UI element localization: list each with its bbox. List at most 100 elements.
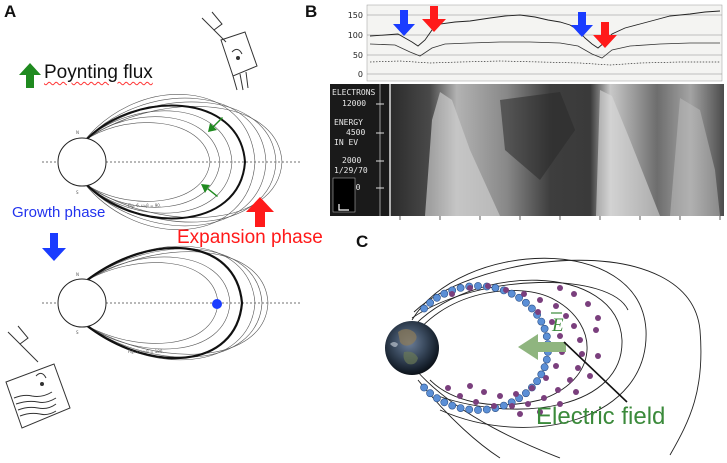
- top-tick-0: 0: [358, 70, 363, 79]
- outer-particle: [579, 351, 585, 357]
- electric-field-label: Electric field: [536, 403, 666, 430]
- inner-particle: [507, 289, 516, 298]
- inner-particle: [448, 401, 457, 410]
- outer-particle: [571, 291, 577, 297]
- inner-particle: [474, 406, 482, 414]
- inner-particle: [542, 332, 551, 341]
- energy-tick-12000: 12000: [342, 99, 366, 108]
- outer-particle: [557, 401, 563, 407]
- fig6-caption: Fig. 6. ωₑβ = 90.: [128, 203, 161, 208]
- fig7-caption: Fig. 7. ωₑβ = 180.: [128, 349, 164, 354]
- inner-particle: [456, 404, 465, 412]
- energy-tick-4500: 4500: [346, 128, 365, 137]
- b-red-arrow-icon-1: [422, 6, 446, 32]
- top-tick-150: 150: [348, 11, 363, 20]
- inner-particle: [540, 363, 549, 372]
- inner-particle: [499, 401, 508, 410]
- inner-particle: [533, 377, 541, 386]
- inner-particle: [515, 293, 523, 302]
- inner-particle: [465, 405, 474, 414]
- inner-particle: [456, 283, 465, 292]
- outer-particle: [537, 297, 543, 303]
- pole-s-label-bottom: S: [76, 330, 79, 335]
- growth-phase-arrow-icon: [42, 233, 66, 261]
- panel-b: 150 100 50 0 ELECTRONS 12000 ENERGY 4500…: [330, 4, 724, 220]
- b-blue-arrow-icon-2: [571, 12, 593, 37]
- pole-n-label-bottom: N: [76, 272, 79, 277]
- growth-phase-label: Growth phase: [12, 204, 106, 221]
- inner-particle: [482, 405, 491, 414]
- outer-particle: [571, 323, 577, 329]
- inner-particle: [522, 389, 530, 398]
- outer-particle: [517, 411, 523, 417]
- outer-particle: [553, 303, 559, 309]
- secondary-trace: [369, 41, 720, 59]
- inner-particle: [426, 298, 434, 307]
- inner-particle: [491, 283, 500, 292]
- outer-particle: [585, 301, 591, 307]
- outer-particle: [595, 315, 601, 321]
- outer-particle: [593, 327, 599, 333]
- panel-c-letter: C: [356, 232, 369, 251]
- inner-particle: [474, 282, 482, 290]
- blue-marker-dot: [212, 299, 222, 309]
- inner-particle: [522, 298, 530, 307]
- b-blue-arrow-icon-1: [393, 10, 415, 36]
- inner-particle: [537, 370, 546, 379]
- inner-particle: [420, 304, 428, 313]
- pointer-line: [563, 341, 628, 403]
- outer-particle: [557, 333, 563, 339]
- outer-particle: [577, 337, 583, 343]
- expansion-phase-label: Expansion phase: [177, 227, 323, 248]
- outer-particle: [557, 285, 563, 291]
- outer-particle: [535, 309, 541, 315]
- electrons-label: ELECTRONS: [332, 88, 376, 97]
- panel-b-letter: B: [305, 2, 318, 21]
- outer-particle: [575, 365, 581, 371]
- outer-particle: [573, 389, 579, 395]
- outer-particle: [563, 313, 569, 319]
- outer-particle: [467, 383, 473, 389]
- outer-particle: [553, 363, 559, 369]
- outer-particle: [525, 401, 531, 407]
- magnetosphere-diagram-fig7: N S Fig. 7. ωₑβ = 180.: [42, 245, 300, 361]
- poynting-flux-arrow-icon: [19, 63, 41, 88]
- outer-particle: [473, 399, 479, 405]
- inner-particle: [420, 383, 428, 392]
- inner-particle: [440, 398, 449, 407]
- outer-particle: [491, 403, 497, 409]
- energy-label-2: IN EV: [334, 138, 358, 147]
- outer-particle: [529, 385, 535, 391]
- inner-particle: [432, 293, 441, 302]
- outer-particle: [497, 393, 503, 399]
- outer-particle: [521, 291, 527, 297]
- pole-s-label-top: S: [76, 190, 79, 195]
- expansion-phase-arrow-icon: [246, 197, 274, 227]
- outer-particle: [485, 283, 491, 289]
- top-tick-100: 100: [348, 31, 363, 40]
- inner-particle: [440, 289, 449, 298]
- inner-particle: [528, 304, 536, 313]
- outer-particle: [537, 409, 543, 415]
- bucket-pouring-icon-top: [201, 11, 258, 91]
- outer-particle: [513, 391, 519, 397]
- outer-particle: [509, 403, 515, 409]
- inner-particle: [540, 324, 549, 333]
- b-field-trace: [369, 10, 721, 49]
- panel-a: N S Fig. 6. ωₑβ = 90. N S Fi: [5, 11, 300, 429]
- outer-particle: [587, 373, 593, 379]
- poynting-flux-label: Poynting flux: [44, 62, 153, 83]
- panel-c: E: [385, 257, 702, 459]
- energy-label-1: ENERGY: [334, 118, 363, 127]
- outer-particle: [555, 387, 561, 393]
- outer-particle: [503, 287, 509, 293]
- outer-particle: [595, 353, 601, 359]
- magnetosphere-diagram-fig6: N S Fig. 6. ωₑβ = 90.: [42, 94, 300, 230]
- green-arrow-icon-lower: [201, 184, 218, 197]
- green-arrow-icon-upper: [208, 117, 223, 132]
- outer-particle: [449, 291, 455, 297]
- bucket-pouring-icon-bottom: [5, 325, 71, 429]
- electric-field-arrow-icon: [518, 334, 566, 360]
- outer-particle: [481, 389, 487, 395]
- earth-image: [385, 321, 439, 375]
